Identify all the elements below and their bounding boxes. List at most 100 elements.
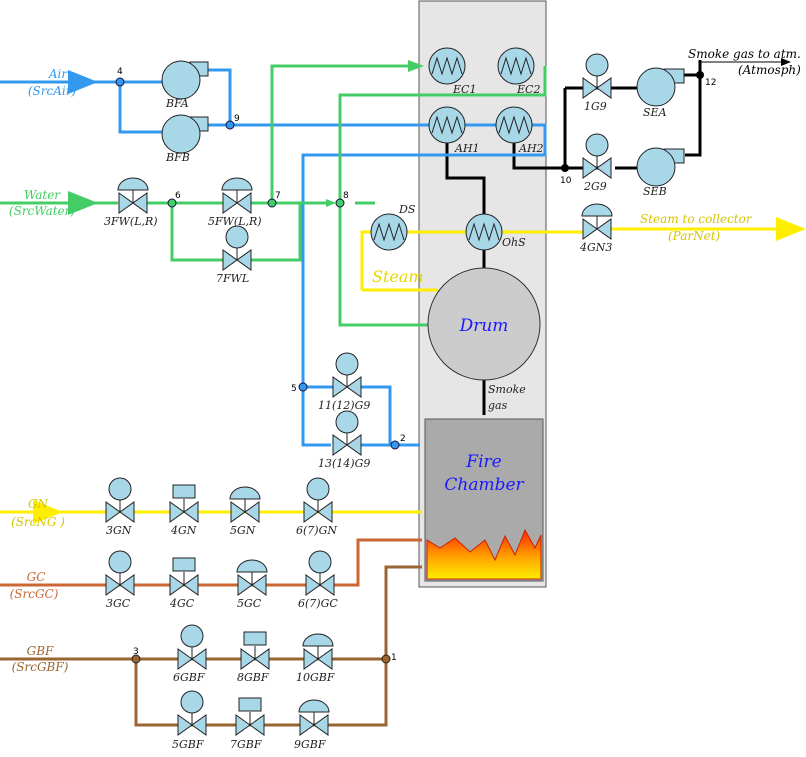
valve-g9_11[interactable]: 11(12)G9 (318, 352, 370, 412)
bfb-label: BFB (165, 151, 190, 164)
exchanger-ah2: AH2 (495, 106, 544, 155)
gc-source-name: GC (27, 570, 46, 584)
node-5 (298, 382, 308, 392)
fire-chamber-label-2: Chamber (444, 475, 524, 495)
valve-gc3-label: 3GC (106, 597, 131, 610)
source-labels: Air (SrcAir) Water (SrcWater) GN (SrcNG … (9, 47, 801, 674)
exchanger-ohs: OhS (465, 213, 526, 251)
ec2-label: EC2 (516, 83, 540, 96)
valve-gn67[interactable]: 6(7)GN (296, 477, 337, 537)
valve-gbf9[interactable]: 9GBF (294, 699, 330, 751)
valve-gbf5-label: 5GBF (172, 738, 204, 751)
exchanger-ec2: EC2 (497, 47, 540, 96)
node-9-label: 9 (234, 114, 240, 124)
valve-gn4_out[interactable]: 4GN3 (579, 203, 613, 254)
steam-label: Steam (372, 267, 424, 286)
gc-source-id: (SrcGC) (10, 587, 59, 601)
node-7 (267, 198, 277, 208)
valve-gn4-label: 4GN (170, 524, 197, 537)
node-8 (335, 198, 345, 208)
node-5-label: 5 (291, 384, 297, 394)
node-9 (225, 120, 235, 130)
valve-fwl7[interactable]: 7FWL (216, 225, 252, 285)
node-7-label: 7 (275, 191, 281, 201)
valve-gc4-label: 4GC (169, 597, 195, 610)
gbf-source-id: (SrcGBF) (12, 660, 69, 674)
node-1-label: 1 (391, 653, 397, 663)
valve-fw3[interactable]: 3FW(L,R) (104, 177, 158, 228)
valve-gbf10[interactable]: 10GBF (296, 633, 335, 684)
valve-gc5-label: 5GC (237, 597, 262, 610)
seb-label: SEB (643, 185, 667, 198)
node-6-label: 6 (175, 191, 181, 201)
air-source-id: (SrcAir) (28, 84, 77, 98)
valve-gc3[interactable]: 3GC (105, 550, 135, 610)
node-4 (115, 77, 125, 87)
gc-lines (0, 538, 422, 587)
water-source-id: (SrcWater) (9, 204, 75, 218)
valve-gn67-label: 6(7)GN (296, 524, 337, 537)
node-6 (167, 198, 177, 208)
valve-g9_2[interactable]: 2G9 (582, 133, 612, 193)
valve-gc5[interactable]: 5GC (236, 559, 268, 610)
valve-gn4_out-label: 4GN3 (579, 241, 612, 254)
valve-gc67[interactable]: 6(7)GC (298, 550, 338, 610)
valve-gn5[interactable]: 5GN (229, 486, 261, 537)
valve-gc4[interactable]: 4GC (169, 557, 199, 610)
node-12 (696, 71, 704, 79)
node-2-label: 2 (400, 434, 406, 444)
valve-g9_1[interactable]: 1G9 (582, 53, 612, 113)
exchanger-ec1: EC1 (428, 47, 476, 96)
junction-nodes: 4 9 6 7 8 5 2 10 12 3 1 (115, 67, 716, 664)
ds-label: DS (398, 203, 416, 216)
drum (427, 267, 541, 381)
valve-fw3-label: 3FW(L,R) (104, 215, 158, 228)
valves-group: 3FW(L,R)5FW(L,R)7FWL1G92G94GN311(12)G913… (104, 53, 613, 751)
gn-source-id: (SrcNG ) (11, 515, 65, 529)
fan-sea: SEA (636, 67, 685, 119)
ec1-label: EC1 (452, 83, 476, 96)
ah2-label: AH2 (518, 142, 544, 155)
valve-gn5-label: 5GN (230, 524, 256, 537)
valve-g9_13-label: 13(14)G9 (318, 457, 370, 470)
smoke-sink-name: Smoke gas to atm. (688, 47, 801, 61)
fan-bfa: BFA (161, 60, 209, 110)
drum-label: Drum (459, 316, 509, 336)
valve-gbf6-label: 6GBF (173, 671, 205, 684)
node-3 (131, 654, 141, 664)
smoke-sink-id: (Atmosph) (738, 63, 801, 77)
smoke-gas-label-1: Smoke (488, 383, 526, 396)
valve-gn4[interactable]: 4GN (169, 484, 199, 537)
gbf-lines (0, 565, 422, 727)
valve-gn3[interactable]: 3GN (105, 477, 135, 537)
flame-graphic (426, 528, 542, 580)
valve-gbf10-label: 10GBF (296, 671, 335, 684)
valve-g9_1-label: 1G9 (584, 100, 607, 113)
gn-source-name: GN (28, 497, 49, 511)
ah1-label: AH1 (454, 142, 480, 155)
node-2 (390, 440, 400, 450)
node-12-label: 12 (705, 78, 716, 88)
exchanger-ah1: AH1 (428, 106, 480, 155)
valve-gbf5[interactable]: 5GBF (172, 690, 207, 751)
ohs-label: OhS (502, 236, 526, 249)
bfa-label: BFA (165, 97, 189, 110)
valve-g9_2-label: 2G9 (583, 180, 607, 193)
valve-g9_13[interactable]: 13(14)G9 (318, 410, 370, 470)
node-3-label: 3 (133, 647, 139, 657)
node-4-label: 4 (117, 67, 123, 77)
valve-gbf6[interactable]: 6GBF (173, 624, 207, 684)
steam-lines (360, 227, 780, 292)
fan-seb: SEB (636, 147, 685, 198)
water-source-name: Water (24, 188, 61, 202)
air-source-name: Air (48, 67, 69, 81)
valve-fwl7-label: 7FWL (216, 272, 249, 285)
valve-fw5[interactable]: 5FW(L,R) (208, 177, 262, 228)
valve-gbf8[interactable]: 8GBF (237, 631, 270, 684)
valve-gbf7[interactable]: 7GBF (230, 697, 265, 751)
valve-gbf8-label: 8GBF (237, 671, 269, 684)
node-8-label: 8 (343, 191, 349, 201)
valve-fw5-label: 5FW(L,R) (208, 215, 262, 228)
valve-gbf9-label: 9GBF (294, 738, 326, 751)
